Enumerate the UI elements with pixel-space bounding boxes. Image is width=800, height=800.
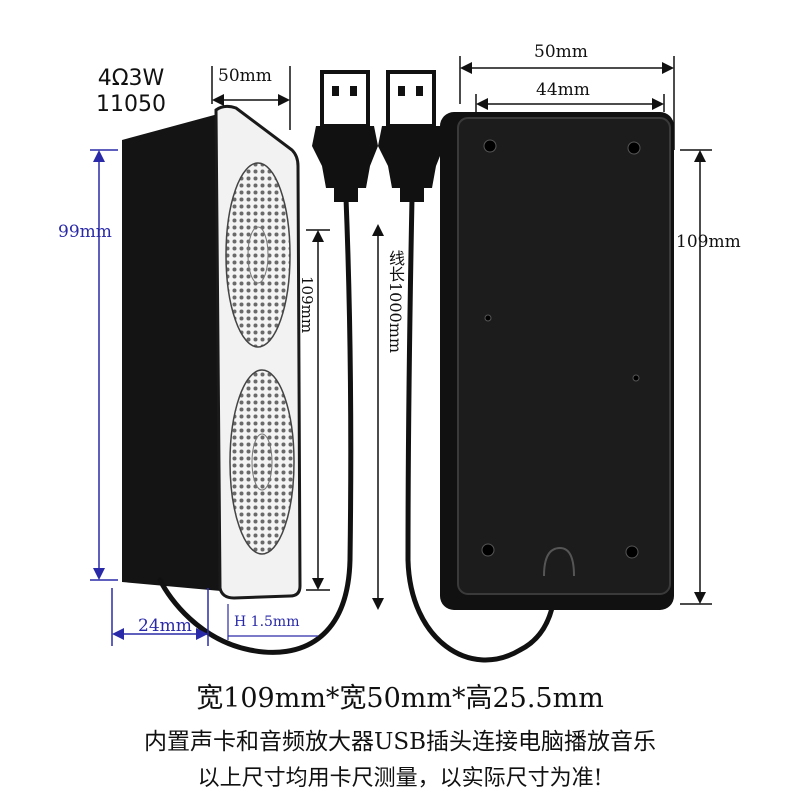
caption-features: 内置声卡和音频放大器USB插头连接电脑播放音乐 xyxy=(143,729,657,755)
left-speaker-body xyxy=(122,114,232,592)
usb-plug-right xyxy=(378,70,444,202)
label-back-width-inner: 44mm xyxy=(536,80,590,100)
label-back-height: 109mm xyxy=(676,232,741,252)
dim-99mm xyxy=(90,149,118,581)
label-top-width: 50mm xyxy=(218,66,272,86)
caption-note: 以上尺寸均用卡尺测量，以实际尺寸为准! xyxy=(197,766,603,791)
usb-plug-left xyxy=(312,70,378,202)
label-depth: 24mm xyxy=(138,616,192,636)
caption-dimensions: 宽109mm*宽50mm*高25.5mm xyxy=(196,683,604,714)
speaker-driver-bottom xyxy=(229,369,295,555)
dim-top-50mm-left xyxy=(211,66,291,130)
spec-model: 11050 xyxy=(96,92,166,117)
right-speaker-back xyxy=(440,112,674,610)
label-back-width-outer: 50mm xyxy=(534,42,588,62)
label-panel-height: 109mm xyxy=(298,276,316,334)
dim-h1_5 xyxy=(227,604,318,640)
dim-back-50mm xyxy=(459,56,675,150)
left-speaker xyxy=(122,104,302,600)
dim-109mm-panel xyxy=(306,229,330,591)
dim-back-44mm xyxy=(475,94,665,112)
speaker-driver-top xyxy=(225,162,291,348)
label-cable-length: 线长1000mm xyxy=(386,250,405,354)
dim-24mm xyxy=(111,588,209,646)
label-lip: H 1.5mm xyxy=(234,614,300,630)
spec-label: 4Ω3W 11050 xyxy=(96,66,166,118)
dim-back-109mm xyxy=(680,149,712,605)
spec-power: 4Ω3W xyxy=(97,66,165,91)
label-outer-height: 99mm xyxy=(58,222,112,242)
